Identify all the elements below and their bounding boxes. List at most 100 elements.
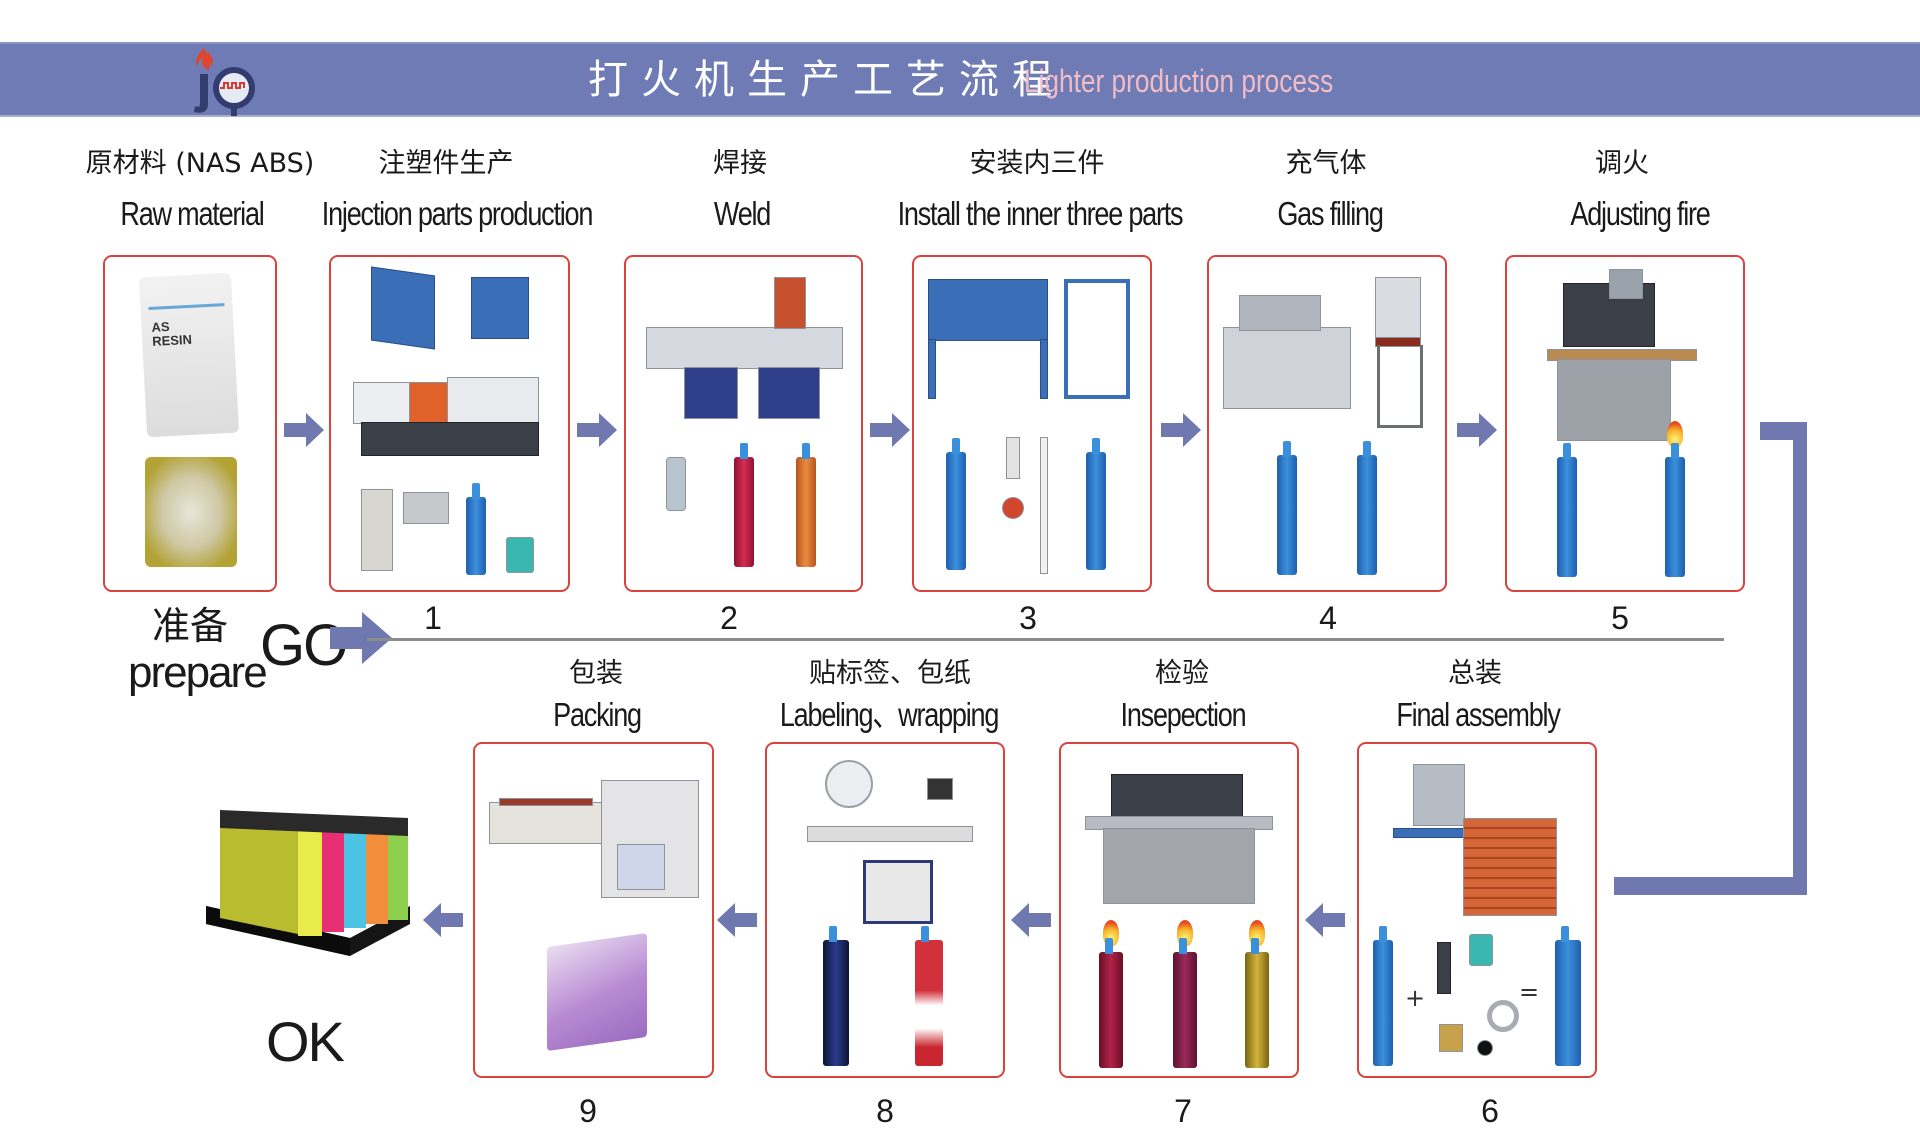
step-label-en-text: Raw material bbox=[120, 195, 264, 232]
orange-lighter-body-image bbox=[796, 443, 816, 567]
injection-machine-base bbox=[361, 422, 539, 456]
lighter-body-image bbox=[946, 438, 966, 570]
step-box-inspection bbox=[1059, 742, 1299, 1078]
step-label-en: Gas filling bbox=[1266, 193, 1394, 235]
step-number: 4 bbox=[1319, 600, 1337, 636]
mold-image bbox=[471, 277, 529, 339]
gas-cylinder-image bbox=[1375, 277, 1421, 339]
arrow-left-icon bbox=[423, 903, 463, 937]
lighter-display-tray-image bbox=[200, 806, 410, 971]
labeled-lighter-image bbox=[915, 926, 943, 1066]
step-label-cn: 原材料 (NAS ABS) bbox=[85, 148, 315, 179]
plastic-part-image bbox=[361, 489, 393, 571]
arrow-right-icon bbox=[870, 413, 910, 447]
red-lighter-body-image bbox=[734, 443, 754, 567]
lighter-body-image bbox=[1086, 438, 1106, 570]
step-number: 8 bbox=[876, 1093, 894, 1129]
metal-part-image bbox=[1439, 1024, 1463, 1052]
step-number: 3 bbox=[1019, 600, 1037, 636]
header-bar bbox=[0, 42, 1920, 117]
step-label-cn: 注塑件生产 bbox=[378, 148, 514, 179]
machine-cabinet bbox=[1557, 359, 1671, 441]
step-number: 6 bbox=[1481, 1093, 1499, 1129]
step-number: 7 bbox=[1174, 1093, 1192, 1129]
lighter-image bbox=[1099, 938, 1123, 1068]
step-number: 2 bbox=[720, 600, 738, 636]
assembly-frame-image bbox=[1064, 279, 1130, 399]
conveyor bbox=[807, 826, 973, 842]
step-label-en: Install the inner three parts bbox=[866, 193, 1213, 235]
step-label-cn: 调火 bbox=[1595, 148, 1649, 179]
step-label-cn: 检验 bbox=[1155, 658, 1209, 689]
table-leg bbox=[928, 339, 936, 399]
step-label-en: Packing bbox=[544, 694, 651, 736]
step-label-cn: 包装 bbox=[569, 658, 623, 689]
washer-part-image bbox=[1002, 497, 1024, 519]
machine-door bbox=[617, 844, 665, 890]
step-label-en: Insepection bbox=[1107, 694, 1259, 736]
injection-machine-image bbox=[353, 382, 411, 424]
arrow-right-icon bbox=[577, 413, 617, 447]
arrow-left-icon bbox=[1305, 903, 1345, 937]
mold-image bbox=[371, 266, 435, 350]
step-box-injection bbox=[329, 255, 570, 592]
jq-flame-logo-icon bbox=[186, 46, 262, 116]
separator-line bbox=[367, 638, 1724, 641]
control-screen bbox=[927, 778, 953, 800]
step-label-en: Final assembly bbox=[1378, 694, 1577, 736]
packed-lighters-image bbox=[547, 932, 647, 1052]
welding-cabinet bbox=[758, 367, 820, 419]
step-box-labeling bbox=[765, 742, 1005, 1078]
assembly-trays-image bbox=[1463, 818, 1557, 916]
step-label-en-text: Labeling、wrapping bbox=[779, 696, 1000, 733]
step-box-final-assembly: + = bbox=[1357, 742, 1597, 1078]
step-label-cn: 贴标签、包纸 bbox=[809, 658, 971, 689]
assembly-table-image bbox=[928, 279, 1048, 341]
step-label-en-text: Adjusting fire bbox=[1570, 195, 1710, 232]
lighter-body-image bbox=[1277, 441, 1297, 575]
step-label-cn: 焊接 bbox=[713, 148, 767, 179]
inspection-machine-image bbox=[1111, 774, 1243, 818]
step-label-en: Raw material bbox=[105, 193, 280, 235]
step-label-en: Adjusting fire bbox=[1555, 193, 1725, 235]
table-leg bbox=[1040, 339, 1048, 399]
step-number: 1 bbox=[424, 600, 442, 636]
assembled-lighter-image bbox=[1555, 926, 1581, 1066]
step-number: 5 bbox=[1611, 600, 1629, 636]
shrink-tunnel-image bbox=[489, 802, 603, 844]
labeling-cabinet-image bbox=[863, 860, 933, 924]
wick-part-image bbox=[1040, 437, 1048, 574]
lighter-body-image bbox=[466, 483, 486, 575]
header-title-cn: 打火机生产工艺流程 bbox=[588, 57, 1065, 103]
cap-image bbox=[506, 537, 534, 573]
tunnel-stripe bbox=[499, 798, 593, 806]
machine-cabinet bbox=[1103, 828, 1255, 904]
equals-icon: = bbox=[1519, 978, 1540, 1006]
cap-part-image bbox=[1469, 934, 1493, 966]
connector-bracket-vertical bbox=[1793, 422, 1807, 895]
step-label-en-text: Final assembly bbox=[1396, 696, 1560, 733]
step-label-en-text: Weld bbox=[713, 195, 771, 232]
step-box-gas-filling bbox=[1207, 255, 1447, 592]
step-label-en-text: Gas filling bbox=[1277, 195, 1384, 232]
label-roll-image bbox=[825, 760, 873, 808]
lighter-image bbox=[1245, 938, 1269, 1068]
step-box-weld bbox=[624, 255, 863, 592]
step-label-en-text: Insepection bbox=[1120, 696, 1247, 733]
plastic-part-image bbox=[403, 492, 449, 524]
step-label-en-text: Packing bbox=[553, 696, 642, 733]
arrow-right-icon bbox=[1457, 413, 1497, 447]
step-label-en: Injection parts production bbox=[292, 193, 622, 235]
valve-part-image bbox=[666, 457, 686, 511]
step-label-en-text: Injection parts production bbox=[321, 195, 594, 232]
flame-icon bbox=[1667, 421, 1683, 447]
lighter-image bbox=[1173, 938, 1197, 1068]
assembly-press-image bbox=[1413, 764, 1465, 826]
lighter-body-image bbox=[1373, 926, 1393, 1066]
step-box-install bbox=[912, 255, 1152, 592]
igniter-part-image bbox=[1437, 942, 1451, 994]
step-label-en: Weld bbox=[708, 193, 777, 235]
welding-cabinet bbox=[684, 367, 738, 419]
